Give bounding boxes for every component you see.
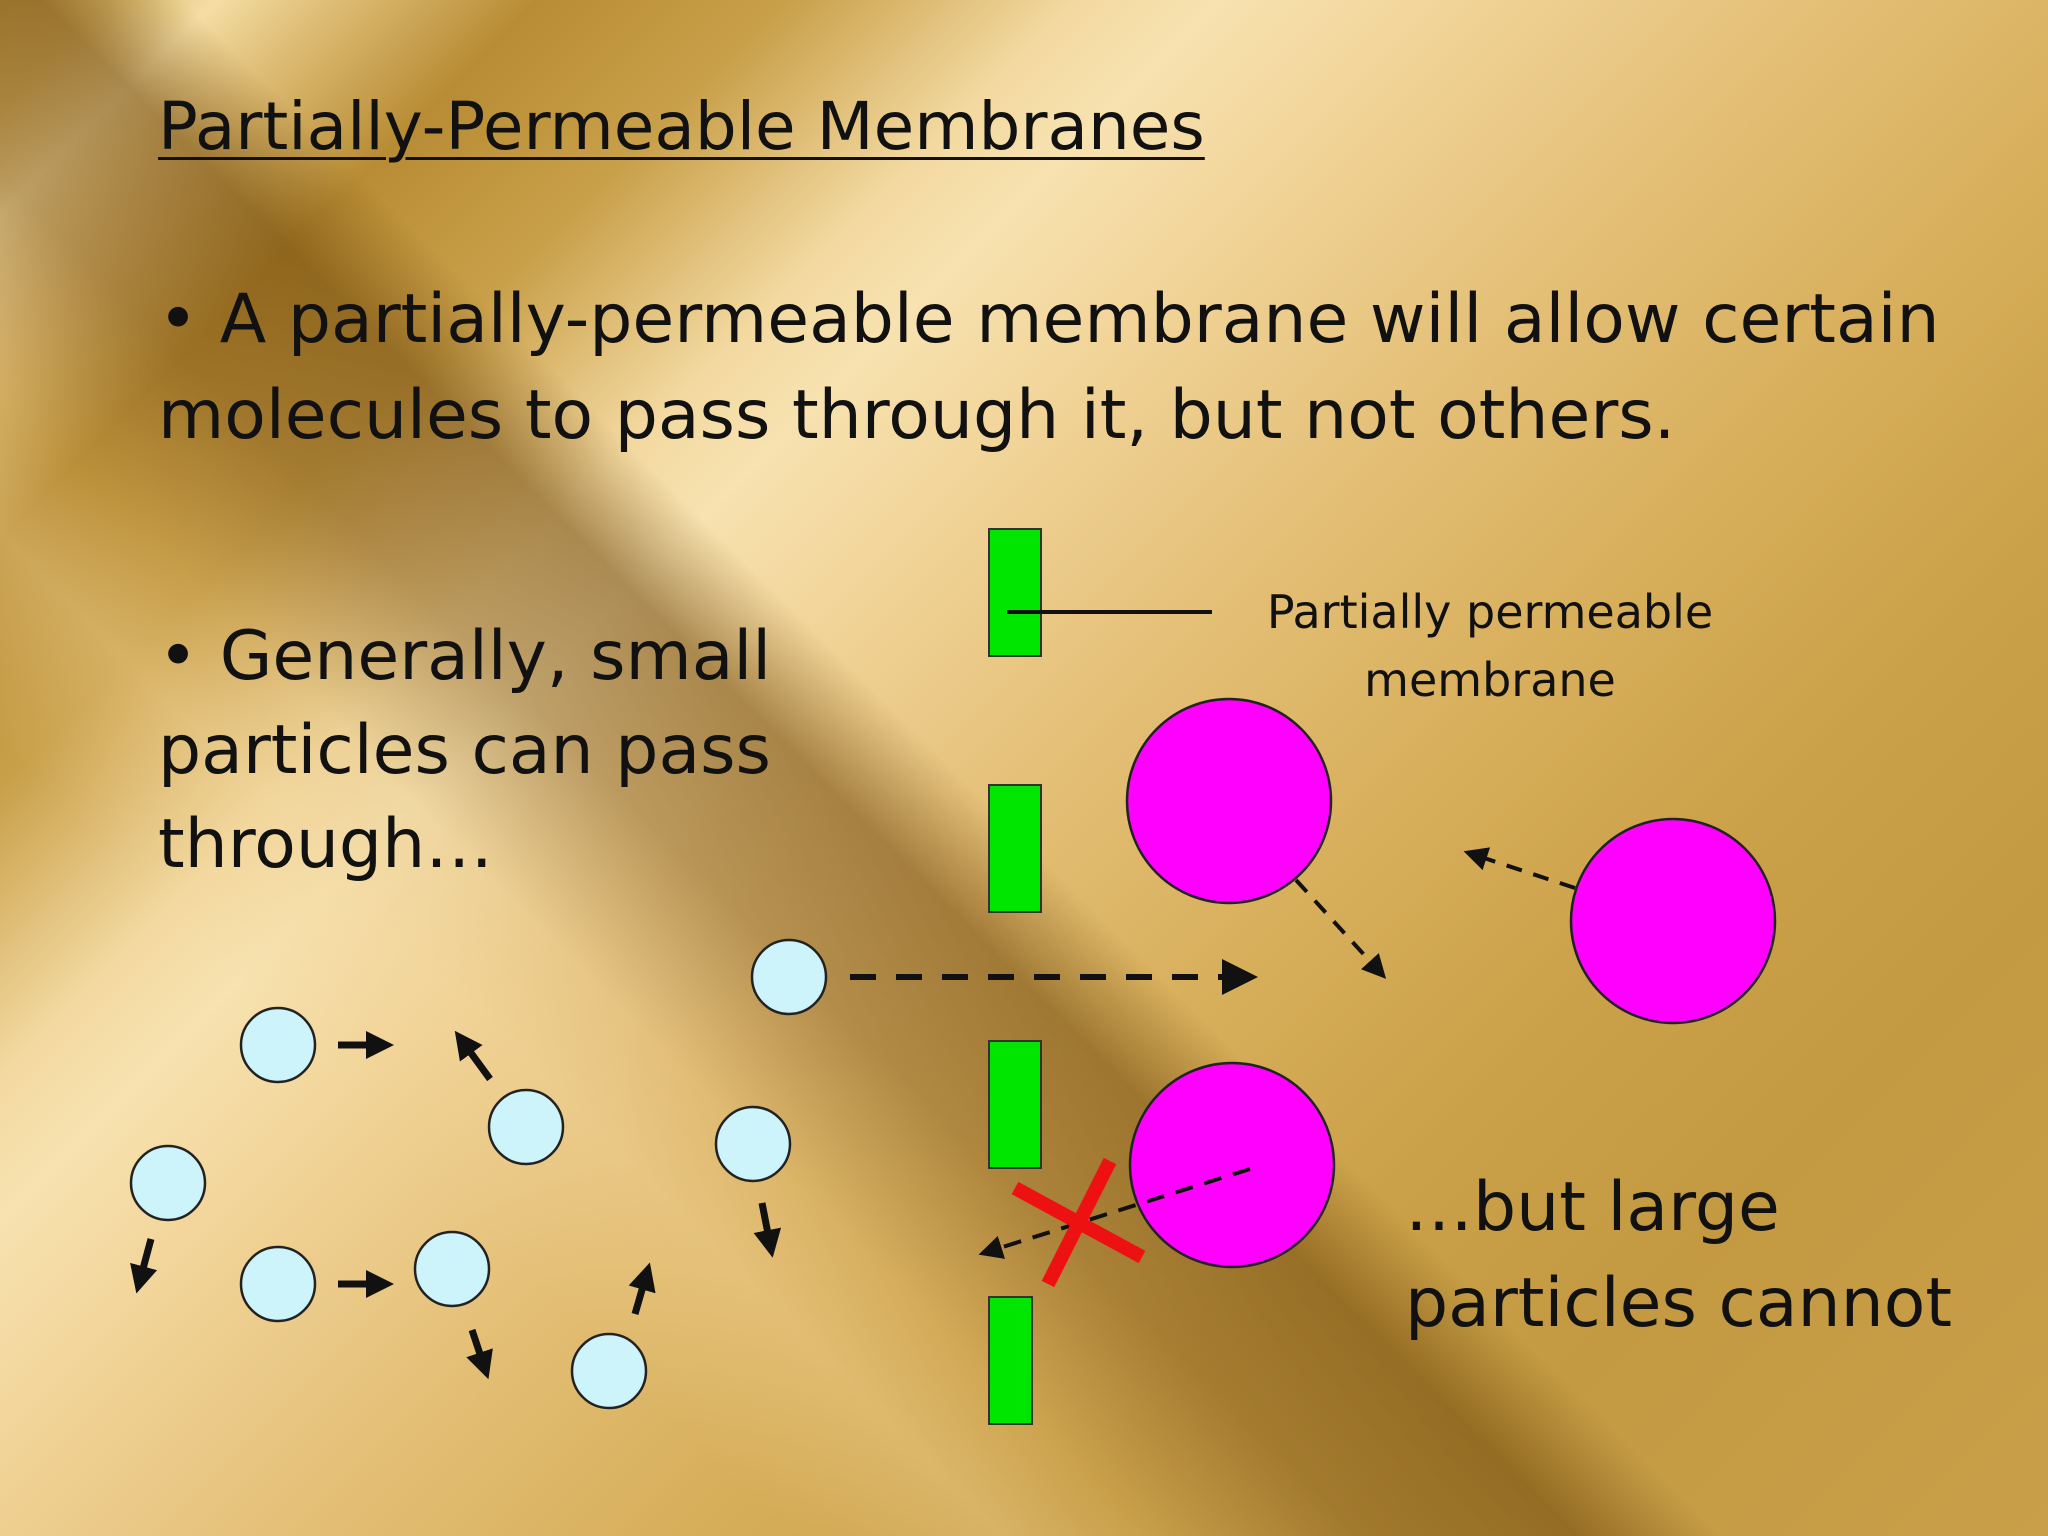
small-particle xyxy=(413,1230,491,1308)
small-particle xyxy=(570,1332,648,1410)
large-particle xyxy=(1569,817,1777,1025)
large-particle xyxy=(1125,697,1333,905)
small-particle-motion-arrow xyxy=(753,1202,782,1258)
large-particle-motion-arrow xyxy=(1294,878,1387,979)
small-particle xyxy=(239,1245,317,1323)
membrane-segment xyxy=(988,528,1042,657)
blocked-arrow xyxy=(978,1167,1251,1259)
small-particle xyxy=(239,1006,317,1084)
membrane-segment xyxy=(988,1296,1033,1425)
small-particle-motion-arrow xyxy=(454,1030,493,1082)
large-particles-label: …but large particles cannot xyxy=(1405,1168,1953,1343)
membrane-segment xyxy=(988,1040,1042,1169)
slide-title: Partially-Permeable Membranes xyxy=(158,88,1205,165)
small-particle-motion-arrow xyxy=(628,1262,656,1315)
small-particle xyxy=(750,938,828,1016)
small-particle-motion-arrow xyxy=(466,1328,493,1380)
blocked-cross xyxy=(1041,1157,1117,1288)
membrane-segment xyxy=(988,784,1042,913)
bullet-small-particles: • Generally, small particles can pass th… xyxy=(158,617,772,884)
large-particle-motion-arrow xyxy=(1463,847,1576,890)
large-particle xyxy=(1128,1061,1336,1269)
bullet-membrane-definition: • A partially-permeable membrane will al… xyxy=(158,280,1940,455)
membrane-label: Partially permeable membrane xyxy=(1266,585,1714,707)
small-particle-motion-arrow xyxy=(130,1238,158,1294)
small-particle xyxy=(487,1088,565,1166)
small-particle xyxy=(129,1144,207,1222)
small-particle xyxy=(714,1105,792,1183)
